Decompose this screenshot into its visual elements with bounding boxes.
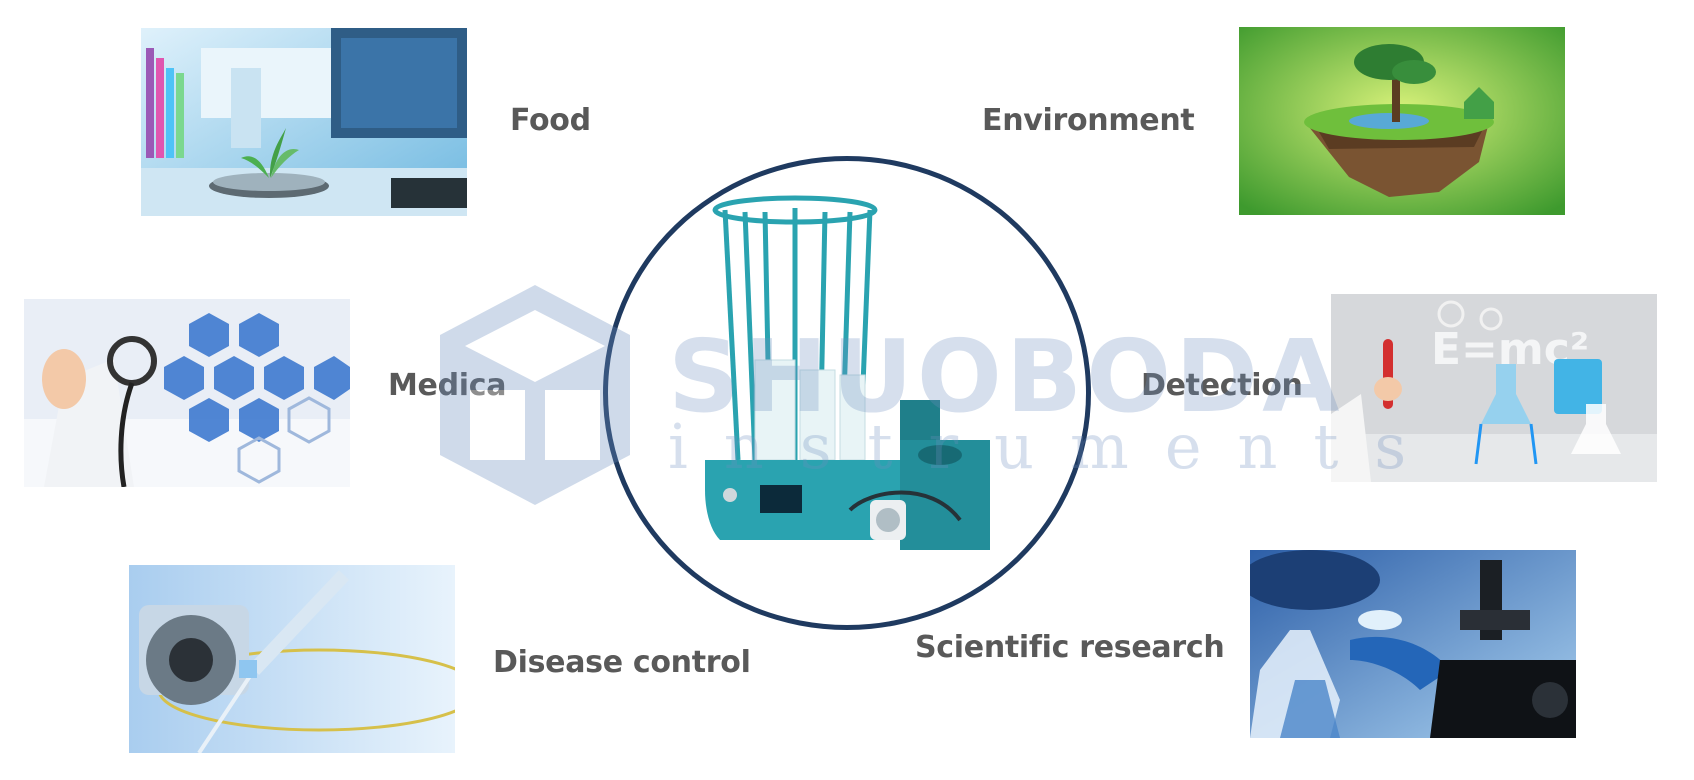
scientific-research-photo: [1250, 550, 1576, 738]
scientific-research-label: Scientific research: [915, 630, 1225, 665]
detection-label: Detection: [1141, 368, 1303, 403]
watermark-tagline: instruments: [668, 410, 1443, 483]
medica-photo: [24, 299, 350, 487]
medica-label: Medica: [388, 368, 506, 403]
disease-control-label: Disease control: [493, 645, 751, 680]
detection-photo: E=mc²: [1331, 294, 1657, 482]
food-label: Food: [510, 103, 591, 138]
environment-photo: [1239, 27, 1565, 215]
environment-label: Environment: [982, 103, 1195, 138]
watermark-brand: SHUOBODA: [668, 318, 1344, 435]
device-image: [700, 190, 1010, 590]
food-photo: [141, 28, 467, 216]
disease-control-photo: [129, 565, 455, 753]
watermark-logo: [430, 280, 640, 510]
